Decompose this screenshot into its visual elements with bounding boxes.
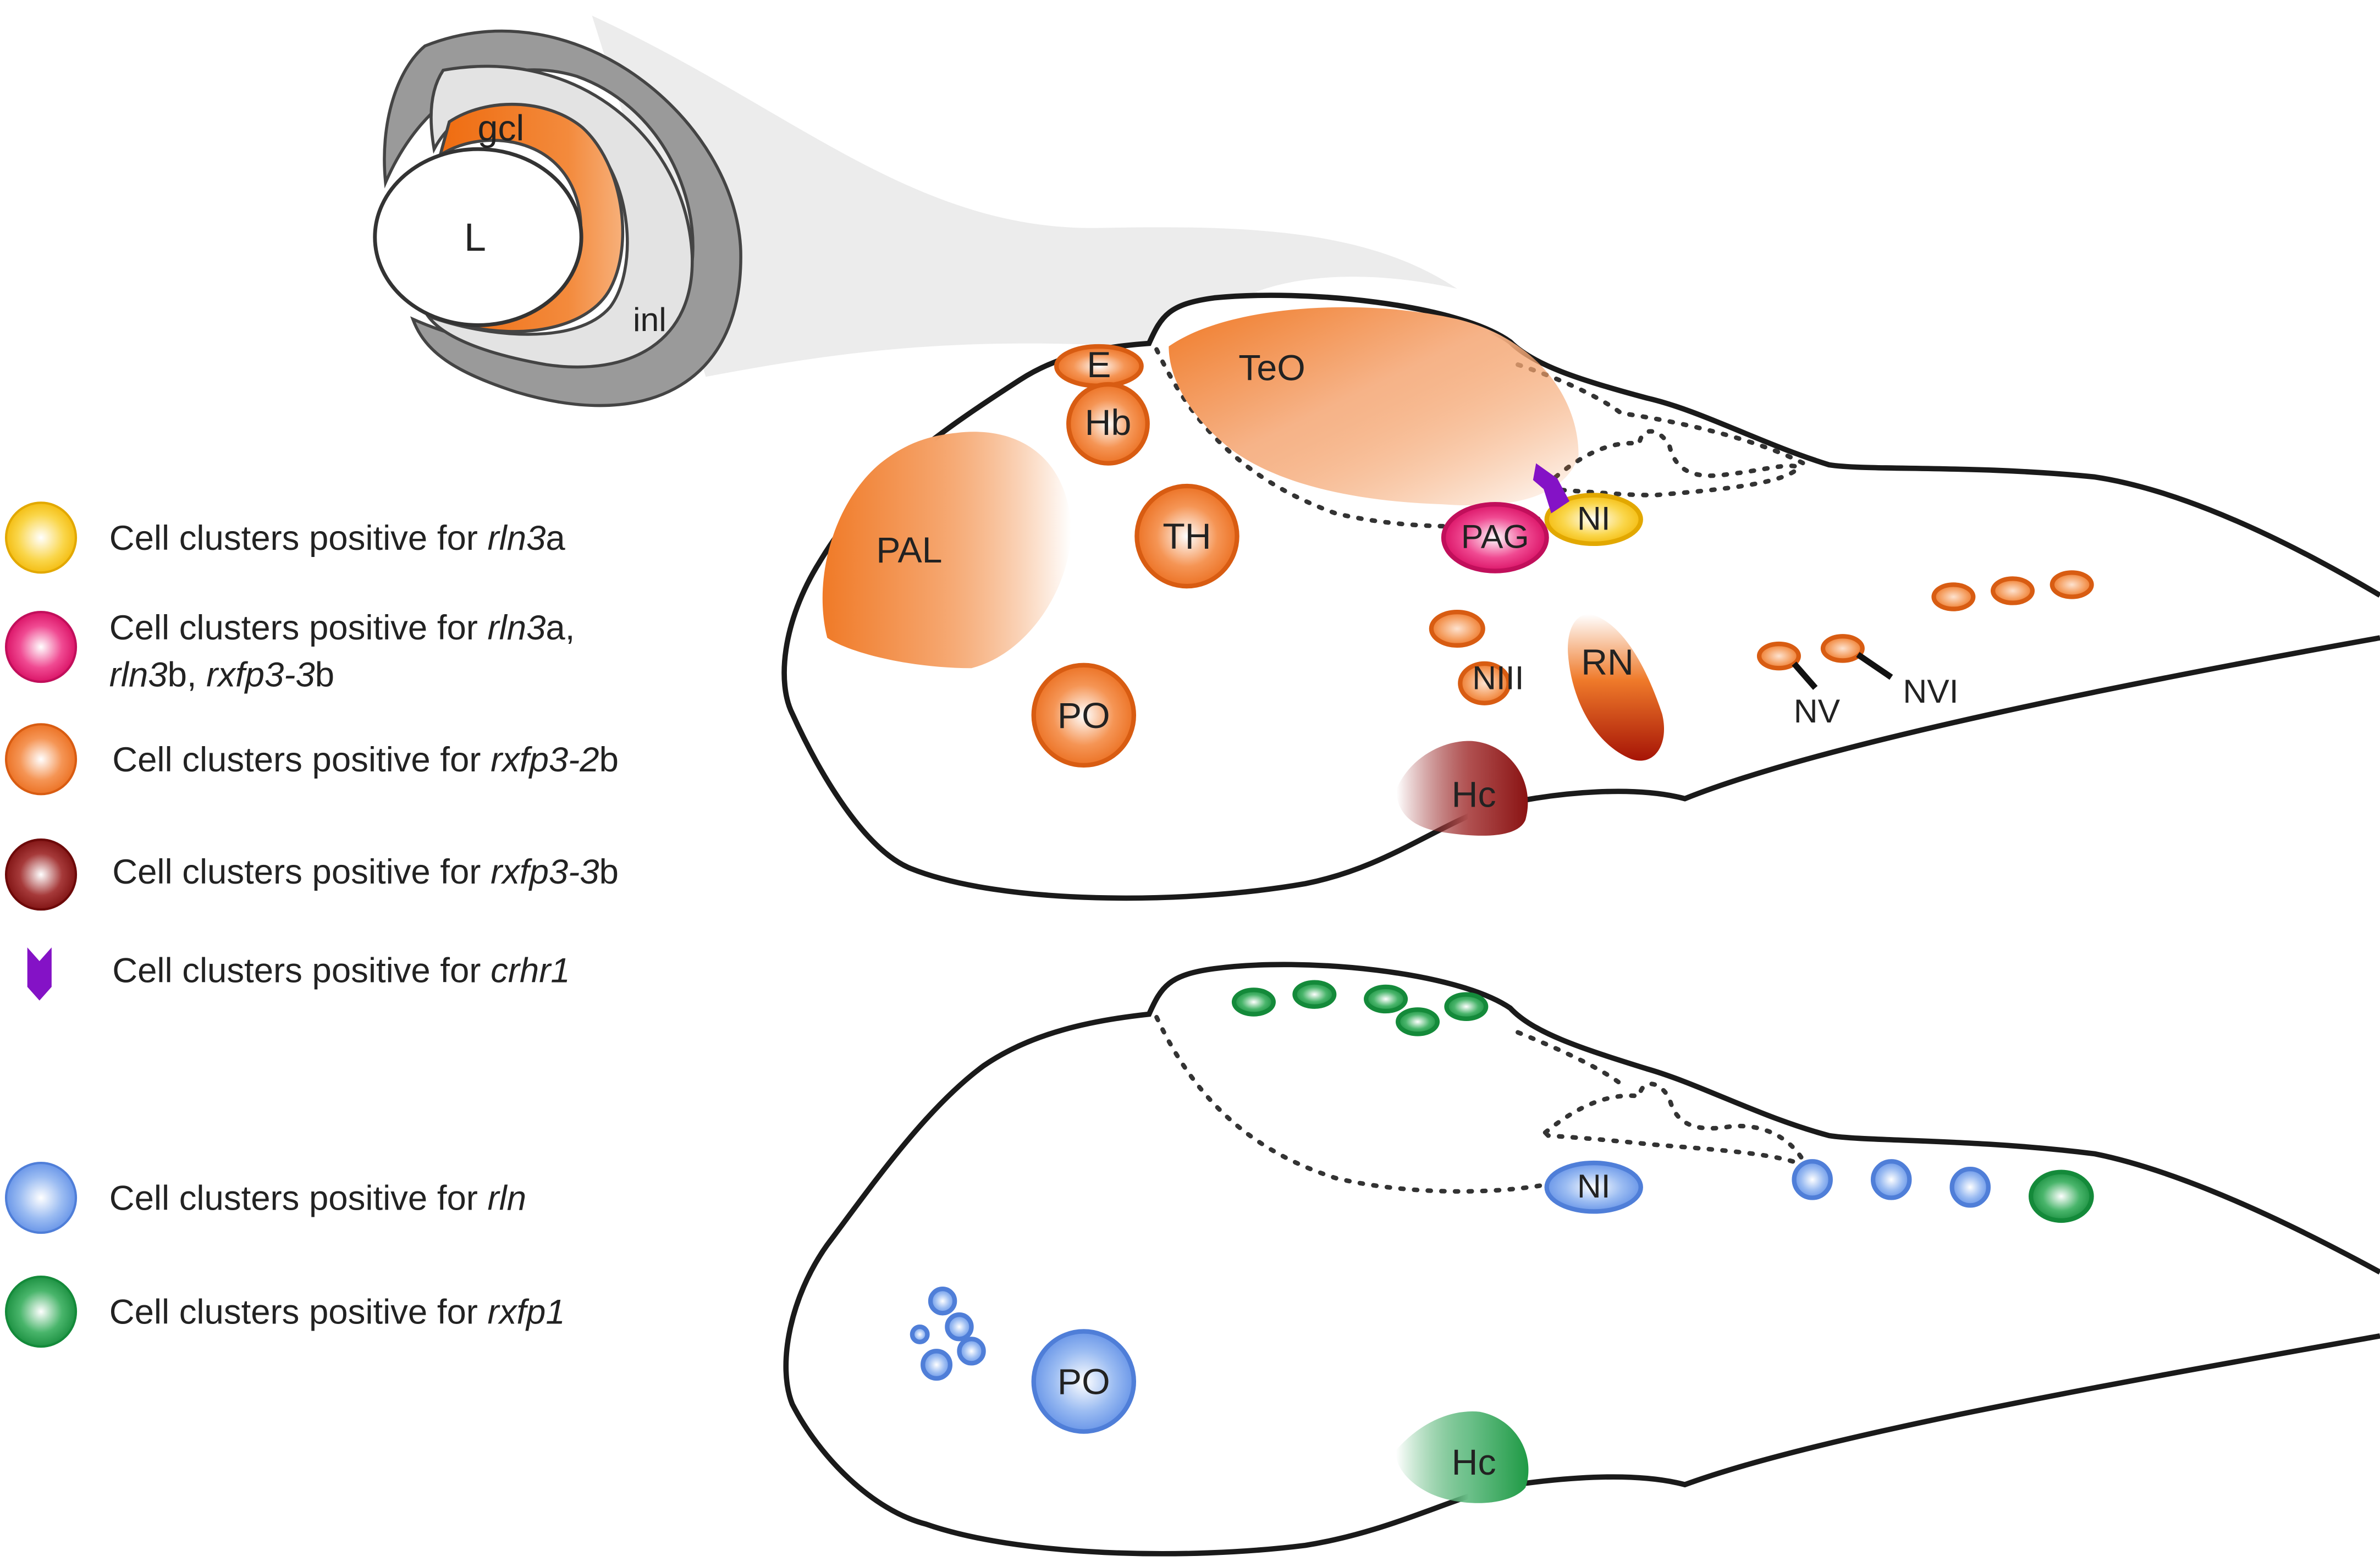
cluster-hindbrain-3 [2050, 570, 2094, 599]
cluster-rxfp1-hindbrain [2029, 1169, 2094, 1223]
legend-item-multi: Cell clusters positive for rln3a, rln3b,… [4, 609, 575, 694]
label-pal: PAL [876, 530, 942, 571]
cluster-hc-bottom [1396, 1411, 1529, 1503]
eye-diagram: gcl L inl [373, 15, 1457, 407]
pointer-nvi [1856, 652, 1893, 680]
cluster-hb [1066, 382, 1150, 466]
eye-to-brain-projection [592, 15, 1457, 377]
legend-label-rln3a: Cell clusters positive for rln3a [109, 519, 566, 558]
legend-item-rxfp3-3b: Cell clusters positive for rxfp3-3b [4, 838, 619, 911]
cluster-rln-forebrain-5 [921, 1349, 953, 1381]
top-teo-boundary [1154, 347, 1551, 529]
label-rn: RN [1581, 642, 1634, 683]
legend-label-multi-line2: rln3b, rxfp3-3b [109, 655, 334, 694]
cluster-rxfp1-dorsal-2 [1292, 980, 1337, 1009]
label-th: TH [1163, 516, 1211, 557]
cluster-nIII-lower [1458, 661, 1511, 705]
legend-swatch-multi [4, 611, 78, 683]
legend-item-rxfp3-2b: Cell clusters positive for rxfp3-2b [4, 723, 619, 796]
legend-item-crhr1: Cell clusters positive for crhr1 [27, 947, 570, 1001]
label-inl: inl [633, 301, 666, 338]
cluster-rln-forebrain-3 [910, 1325, 930, 1344]
legend: Cell clusters positive for rln3a Cell cl… [4, 501, 619, 1348]
legend-swatch-crhr1 [27, 947, 52, 1001]
cluster-ni-bottom [1544, 1160, 1643, 1214]
legend-label-rxfp3-2b: Cell clusters positive for rxfp3-2b [112, 741, 619, 779]
label-teo: TeO [1238, 348, 1305, 389]
cluster-rxfp1-dorsal-3 [1364, 984, 1408, 1014]
legend-label-multi-line1: Cell clusters positive for rln3a, [109, 609, 575, 647]
top-ventricle-boundary [1516, 362, 1809, 467]
label-ni-bottom: NI [1577, 1167, 1611, 1205]
eye-lens [373, 147, 583, 327]
cluster-rxfp1-dorsal-1 [1231, 987, 1276, 1017]
cluster-rln-hindbrain-2 [1870, 1159, 1912, 1200]
cluster-hc-top [1396, 741, 1528, 836]
legend-item-rln3a: Cell clusters positive for rln3a [4, 501, 566, 574]
legend-swatch-rxfp3-3b [4, 838, 78, 911]
label-lens: L [464, 216, 486, 260]
eye-gcl-layer [437, 102, 625, 333]
pointer-nv [1792, 661, 1818, 690]
cluster-ni-top [1544, 493, 1643, 547]
cluster-rln-forebrain-1 [928, 1287, 957, 1316]
legend-label-rxfp3-3b: Cell clusters positive for rxfp3-3b [112, 853, 619, 891]
label-po-bottom: PO [1057, 1362, 1110, 1403]
label-gcl: gcl [478, 108, 525, 149]
label-ni-top: NI [1577, 500, 1611, 537]
legend-item-rln: Cell clusters positive for rln [4, 1161, 526, 1234]
bottom-brain-outline [783, 962, 2380, 1557]
label-po-top: PO [1057, 696, 1110, 736]
bottom-tegmentum-boundary [1541, 1082, 1811, 1171]
label-pag: PAG [1461, 518, 1529, 555]
cluster-hindbrain-2 [1991, 576, 2035, 605]
label-hb: Hb [1085, 402, 1132, 443]
label-hc-top: Hc [1452, 774, 1496, 815]
cluster-nvi [1820, 634, 1865, 663]
top-brain-sagittal: E Hb TeO PAL TH PO PAG NI NIII RN Hc NV … [781, 293, 2380, 901]
bottom-brain-sagittal: NI PO Hc [783, 962, 2380, 1557]
label-e: E [1087, 345, 1111, 385]
cluster-rln-hindbrain-3 [1949, 1166, 1991, 1208]
legend-swatch-rxfp1 [4, 1275, 78, 1348]
cluster-hindbrain-1 [1931, 582, 1976, 611]
cluster-rln-hindbrain-1 [1792, 1159, 1833, 1200]
cluster-rxfp1-dorsal-5 [1444, 992, 1489, 1021]
legend-swatch-rln3a [4, 501, 78, 574]
legend-swatch-rln [4, 1161, 78, 1234]
cluster-po-top [1031, 663, 1137, 768]
top-tegmentum-boundary [1541, 429, 1803, 498]
cluster-pag [1441, 501, 1549, 573]
cluster-nIII-upper [1429, 609, 1485, 648]
cluster-rxfp1-dorsal-4 [1396, 1007, 1440, 1036]
cluster-nv [1756, 641, 1801, 671]
cluster-pal [822, 432, 1071, 669]
cluster-th [1134, 483, 1239, 589]
legend-label-rln: Cell clusters positive for rln [109, 1179, 526, 1218]
cluster-po-bottom [1031, 1329, 1137, 1434]
crhr1-marker-top [1533, 463, 1570, 514]
label-hc-bottom: Hc [1452, 1442, 1496, 1483]
cluster-rn [1568, 614, 1665, 761]
label-nv: NV [1794, 692, 1841, 730]
legend-label-rxfp1: Cell clusters positive for rxfp1 [109, 1293, 565, 1332]
legend-item-rxfp1: Cell clusters positive for rxfp1 [4, 1275, 565, 1348]
cluster-rln-forebrain-4 [957, 1337, 986, 1366]
cluster-rln-forebrain-2 [945, 1312, 974, 1342]
bottom-teo-boundary [1154, 1014, 1551, 1194]
bottom-ventricle-boundary [1516, 1030, 1624, 1086]
cluster-teo [1169, 307, 1579, 506]
legend-label-crhr1: Cell clusters positive for crhr1 [112, 952, 570, 990]
label-niii: NIII [1472, 659, 1524, 696]
label-nvi: NVI [1903, 672, 1958, 710]
legend-swatch-rxfp3-2b [4, 723, 78, 796]
